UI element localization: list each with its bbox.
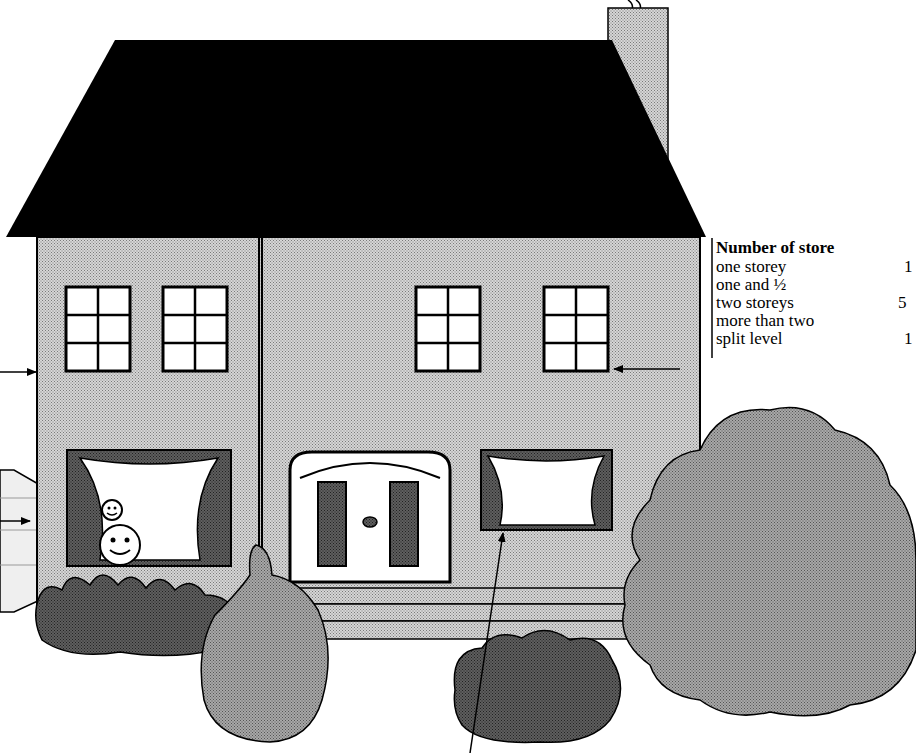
table-row-label: two storeys xyxy=(716,294,794,312)
table-heading: Number of store xyxy=(716,239,834,257)
table-row-label: split level xyxy=(716,330,783,348)
table-row-label: one storey xyxy=(716,258,786,276)
table-value: 5 xyxy=(898,294,907,312)
table-value: 1 xyxy=(904,330,913,348)
table-row-label: more than two xyxy=(716,312,814,330)
table-value: 1 xyxy=(904,258,913,276)
table-row-label: one and ½ xyxy=(716,276,786,294)
